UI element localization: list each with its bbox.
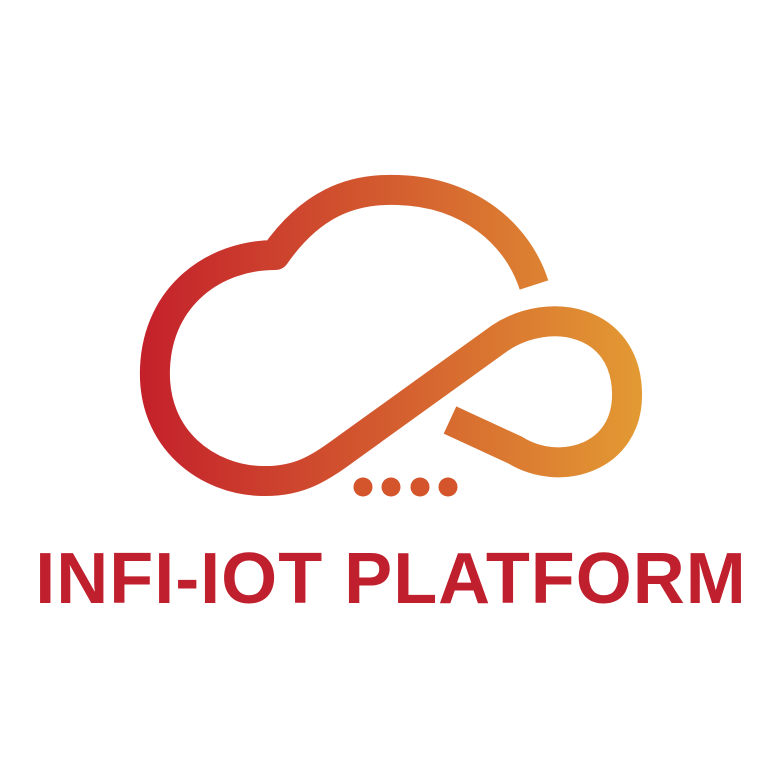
- dot: [381, 477, 401, 497]
- dot: [410, 477, 430, 497]
- cloud-infinity-logo-icon: [139, 174, 642, 497]
- cloud-infinity-stroke: [139, 174, 642, 497]
- brand-title: INFI-IOT PLATFORM: [35, 539, 747, 619]
- dots: [353, 477, 458, 497]
- dot: [353, 477, 373, 497]
- dot: [438, 477, 458, 497]
